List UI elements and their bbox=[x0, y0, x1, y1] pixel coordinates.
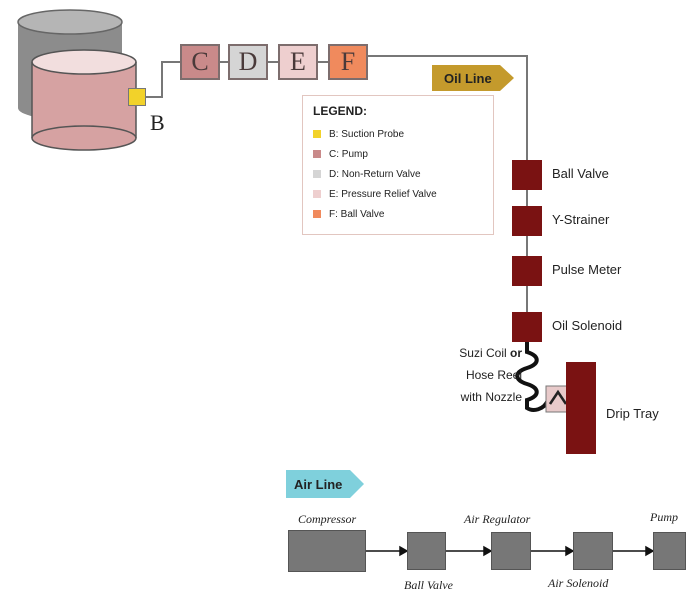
legend-item: E: Pressure Relief Valve bbox=[313, 184, 483, 204]
air-pump-label: Pump bbox=[650, 510, 678, 524]
inline-oil-solenoid bbox=[512, 312, 542, 342]
legend-swatch bbox=[313, 190, 321, 198]
hose-line1: Suzi Coil bbox=[459, 346, 507, 360]
legend-item-label: D: Non-Return Valve bbox=[329, 168, 421, 180]
inline-pulse-meter-label: Pulse Meter bbox=[552, 262, 622, 277]
legend-swatch bbox=[313, 210, 321, 218]
oil-line-tag: Oil Line bbox=[432, 65, 514, 91]
legend-swatch bbox=[313, 170, 321, 178]
suction-probe-label: B bbox=[150, 110, 165, 135]
legend-item: B: Suction Probe bbox=[313, 124, 483, 144]
air-regulator-label: Air Regulator bbox=[464, 512, 531, 526]
air-pipe-arrows bbox=[366, 545, 655, 557]
oil-line-label: Oil Line bbox=[444, 70, 492, 86]
pressure-relief-valve-box: E bbox=[278, 44, 318, 80]
legend-item-label: E: Pressure Relief Valve bbox=[329, 188, 437, 200]
legend-item-label: C: Pump bbox=[329, 148, 368, 160]
legend-swatch bbox=[313, 150, 321, 158]
legend-title: LEGEND: bbox=[313, 104, 367, 118]
compressor-box bbox=[288, 530, 366, 572]
inline-y-strainer-label: Y-Strainer bbox=[552, 212, 610, 227]
hose-description: Suzi Coil or Hose Reel with Nozzle bbox=[424, 342, 522, 408]
storage-tank-front bbox=[31, 49, 137, 151]
legend-item-label: B: Suction Probe bbox=[329, 128, 405, 140]
legend-item-label: F: Ball Valve bbox=[329, 208, 385, 220]
pump-box: C bbox=[180, 44, 220, 80]
air-ball-valve-label: Ball Valve bbox=[404, 578, 453, 592]
legend-swatch bbox=[313, 130, 321, 138]
air-solenoid-label: Air Solenoid bbox=[548, 576, 609, 590]
inline-y-strainer bbox=[512, 206, 542, 236]
inline-ball-valve bbox=[512, 160, 542, 190]
hose-line3: with Nozzle bbox=[460, 390, 522, 404]
legend-item: F: Ball Valve bbox=[313, 204, 483, 224]
air-ball-valve-box bbox=[407, 532, 446, 570]
air-regulator-box bbox=[491, 532, 531, 570]
drip-tray-label: Drip Tray bbox=[606, 406, 659, 421]
legend-item: D: Non-Return Valve bbox=[313, 164, 483, 184]
air-pump-box bbox=[653, 532, 686, 570]
suction-probe bbox=[128, 88, 146, 106]
compressor-label: Compressor bbox=[298, 512, 357, 526]
hose-or: or bbox=[510, 346, 522, 360]
air-line-tag: Air Line bbox=[286, 470, 365, 498]
legend-item: C: Pump bbox=[313, 144, 483, 164]
inline-oil-solenoid-label: Oil Solenoid bbox=[552, 318, 623, 333]
hose-line2: Hose Reel bbox=[465, 368, 522, 382]
hose-coil bbox=[515, 342, 550, 412]
legend: LEGEND: B: Suction Probe C: Pump D: Non-… bbox=[302, 95, 494, 235]
inline-pulse-meter bbox=[512, 256, 542, 286]
air-line-label: Air Line bbox=[294, 476, 343, 492]
ball-valve-box: F bbox=[328, 44, 368, 80]
non-return-valve-box: D bbox=[228, 44, 268, 80]
oil-pipe-top bbox=[138, 61, 180, 98]
drip-tray bbox=[566, 362, 596, 454]
inline-ball-valve-label: Ball Valve bbox=[552, 166, 609, 181]
oil-pipe-main bbox=[368, 55, 528, 160]
air-solenoid-box bbox=[573, 532, 613, 570]
